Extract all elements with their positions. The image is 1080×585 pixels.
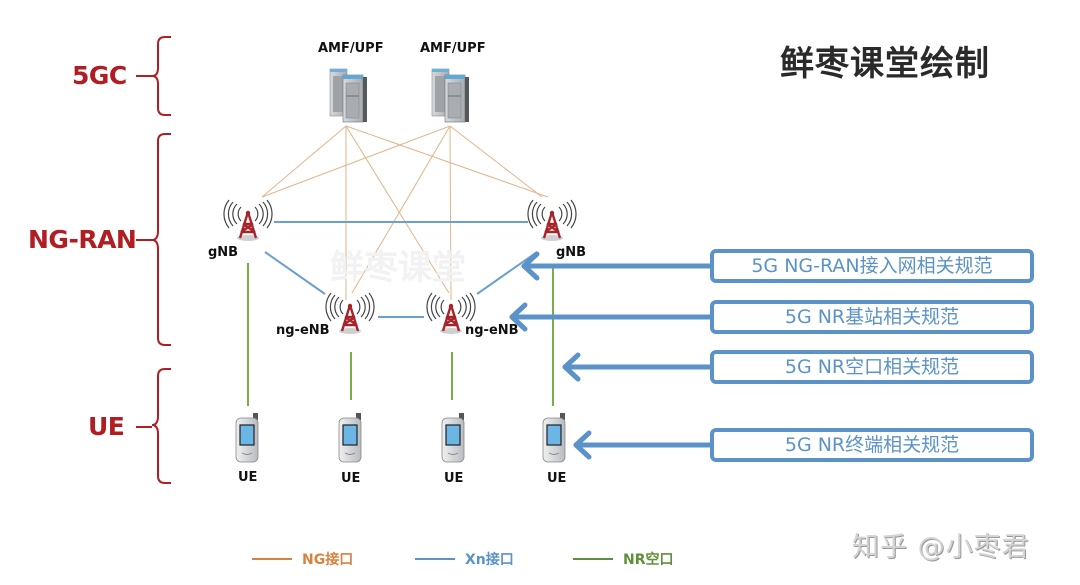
arrow-head (573, 430, 592, 460)
spec-box-base-station: 5G NR基站相关规范 (710, 300, 1034, 334)
ran-node-label-ng-enb: ng-eNB (465, 323, 519, 338)
author-watermark: 知乎 @小枣君 (852, 532, 1030, 563)
ran-node-label-gnb: gNB (208, 245, 239, 260)
ng-line (351, 125, 451, 294)
core-node-label: AMF/UPF (420, 41, 486, 56)
ghost-watermark: 鲜枣课堂 (330, 248, 466, 288)
layer-label-ue: UE (88, 412, 125, 441)
legend-label: NR空口 (623, 552, 674, 568)
cell-tower-icon (325, 292, 375, 334)
mobile-phone-icon (235, 413, 259, 463)
xn-interface-lines (264, 221, 538, 318)
spec-box-terminal: 5G NR终端相关规范 (710, 428, 1034, 462)
legend-label: NG接口 (302, 552, 354, 568)
xn-line (476, 251, 538, 295)
spec-box-air-interface: 5G NR空口相关规范 (710, 350, 1034, 384)
legend-item-nr: NR空口 (573, 549, 674, 569)
legend-item-ng: NG接口 (252, 549, 353, 569)
ran-node-label-gnb: gNB (556, 245, 587, 260)
ng-line (345, 125, 549, 198)
ng-line (449, 125, 452, 301)
legend-item-xn: Xn接口 (415, 549, 514, 569)
mobile-phone-icon (441, 413, 465, 463)
diagram-title: 鲜枣课堂绘制 (780, 44, 990, 84)
legend-swatch (252, 558, 292, 560)
ue-label: UE (444, 471, 464, 486)
arrow-head (521, 251, 540, 281)
cell-tower-icon (426, 292, 476, 334)
ng-interface-lines (261, 125, 549, 301)
mobile-phone-icon (542, 413, 566, 463)
ng-line (261, 125, 347, 198)
nr-interface-lines (247, 263, 554, 406)
ue-label: UE (238, 470, 258, 485)
xn-line (264, 251, 326, 295)
legend-swatch (415, 558, 455, 560)
ng-line (449, 125, 543, 198)
layer-braces (136, 36, 171, 484)
brace-5gc (151, 36, 171, 116)
spec-box-ng-ran: 5G NG-RAN接入网相关规范 (710, 249, 1034, 283)
layer-label-ng-ran: NG-RAN (28, 225, 137, 254)
server-icon (431, 68, 469, 123)
brace-ue (151, 368, 171, 484)
layer-label-5gc: 5GC (72, 61, 127, 90)
cell-tower-icon (223, 199, 273, 241)
cell-tower-icon (527, 199, 577, 241)
legend-swatch (573, 558, 613, 560)
spec-arrows (509, 251, 713, 460)
legend-label: Xn接口 (465, 552, 514, 568)
ng-line (345, 125, 450, 294)
ue-label: UE (547, 471, 567, 486)
ran-node-label-ng-enb: ng-eNB (276, 323, 330, 338)
ue-label: UE (341, 471, 361, 486)
server-icon (329, 68, 367, 123)
arrow-head (562, 352, 581, 382)
core-node-label: AMF/UPF (318, 41, 384, 56)
ng-line (261, 125, 451, 198)
mobile-phone-icon (338, 413, 362, 463)
brace-ng-ran (151, 133, 171, 346)
arrow-head (509, 302, 528, 332)
